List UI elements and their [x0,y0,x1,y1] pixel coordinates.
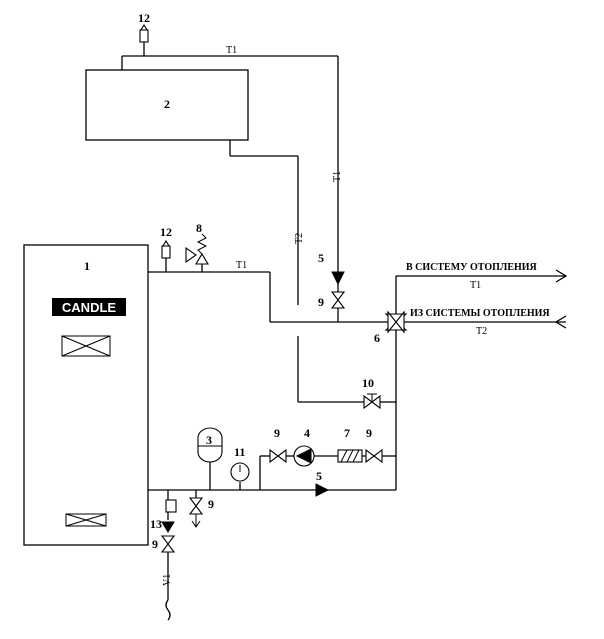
makeup-check-valve-icon [161,521,175,533]
pipe-label-t1-out: T1 [470,280,481,291]
filter-hatch-2 [346,449,354,463]
supply-arrow-icon [555,269,568,283]
makeup-valve-a-icon [160,535,176,545]
check-valve-bottom-icon [315,483,330,497]
label-3: 3 [206,433,212,447]
drain-valve-b-icon [188,505,204,515]
drain-arrow-icon [191,520,201,528]
label-4: 4 [304,426,310,440]
valve-10-b-icon [371,394,381,410]
ball-valve-pump-right-b-icon [373,448,383,464]
label-12-top: 12 [138,11,150,25]
label-1: 1 [84,259,90,273]
air-vent-cap-icon [140,23,148,31]
drain-valve-a-icon [188,497,204,507]
filter-hatch-3 [352,449,360,463]
pipe-label-t2-in: T2 [476,326,487,337]
label-6: 6 [374,331,380,345]
caption-supply: В СИСТЕМУ ОТОПЛЕНИЯ [406,262,538,273]
safety-valve-outlet-icon [185,246,197,264]
pipe-label-t1-boiler: T1 [236,260,247,271]
label-9-pump-right: 9 [366,426,372,440]
ball-valve-pump-left-b-icon [277,448,287,464]
label-9-drain: 9 [208,497,214,511]
pipe-label-t1-top: T1 [226,45,237,56]
pipe-break-icon [165,599,171,621]
return-arrow-icon [554,315,567,329]
expansion-tank [197,427,223,463]
makeup-valve-b-icon [160,543,176,553]
pipe-label-v1: V1 [162,574,173,586]
ball-valve-top-a-icon [330,291,346,301]
boiler [23,244,149,546]
burner-panel-top-x2 [61,335,111,357]
boiler-air-vent-icon [161,245,171,259]
brand-logo [52,298,126,316]
ball-valve-pump-right-a-icon [365,448,375,464]
label-7: 7 [344,426,350,440]
valve-10-a-icon [363,394,373,410]
ball-valve-top-b-icon [330,299,346,309]
label-9-top: 9 [318,295,324,309]
label-13: 13 [150,517,162,531]
label-5-top: 5 [318,251,324,265]
burner-panel-bottom [65,513,107,527]
pipe-label-t1-vertical: T1 [332,171,343,182]
ball-valve-pump-left-a-icon [269,448,279,464]
boiler-air-vent-cap-icon [162,239,170,247]
check-valve-top-icon [331,271,345,286]
safety-valve-icon [195,252,209,265]
mixing-valve-left-icon [387,310,397,334]
label-5-bottom: 5 [316,469,322,483]
label-9-makeup: 9 [152,537,158,551]
label-12-boiler: 12 [160,225,172,239]
label-2: 2 [164,97,170,111]
air-vent-icon [139,29,149,43]
filter-hatch-1 [340,449,348,463]
label-9-pump-left: 9 [274,426,280,440]
burner-panel-top [61,335,111,357]
burner-panel-bottom-x2 [65,513,107,527]
safety-valve-spring-icon [196,233,208,255]
circulation-pump-arrow-icon [295,448,312,464]
label-10: 10 [362,376,374,390]
label-8: 8 [196,221,202,235]
pipe-label-t2-vertical: T2 [294,233,305,244]
label-11: 11 [234,445,245,459]
makeup-fitting-icon [165,499,177,513]
caption-return: ИЗ СИСТЕМЫ ОТОПЛЕНИЯ [410,308,550,319]
brand-logo-text: CANDLE [62,300,116,315]
storage-tank [85,69,249,141]
